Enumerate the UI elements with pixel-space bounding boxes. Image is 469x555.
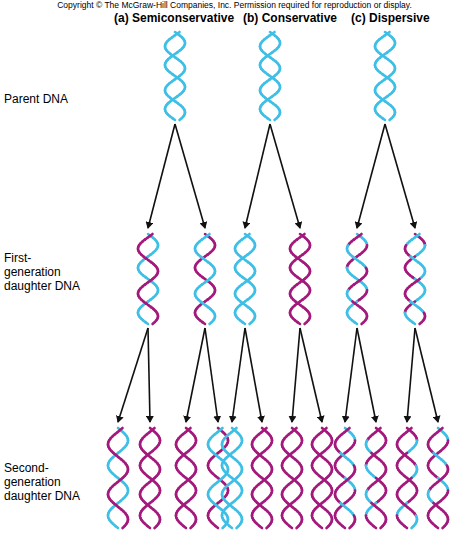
dna-strand	[183, 526, 186, 528]
dna-strand	[223, 526, 225, 528]
dna-strand	[362, 322, 364, 324]
dna-strand	[327, 526, 329, 528]
dna-strand	[289, 526, 292, 528]
dna-strand	[319, 526, 322, 528]
dna-strand	[404, 526, 407, 528]
dna-strand	[202, 322, 205, 324]
generation-arrow	[292, 328, 300, 422]
dna-strand	[242, 322, 245, 324]
generation-arrow	[345, 328, 357, 422]
generation-arrow	[118, 328, 148, 422]
dna-strand	[350, 526, 352, 528]
dna-strand	[373, 526, 376, 528]
dna-strand	[342, 526, 345, 528]
dna-strand	[259, 526, 262, 528]
dna-strand	[147, 526, 150, 528]
dna-strand	[123, 526, 125, 528]
dna-strand	[267, 118, 270, 120]
dna-strand	[305, 322, 307, 324]
generation-arrow	[270, 124, 300, 228]
dna-strand	[382, 118, 385, 120]
generation-arrow	[385, 124, 415, 228]
dna-strand	[191, 526, 193, 528]
generation-arrow	[415, 328, 438, 422]
generation-arrow	[186, 328, 205, 422]
dna-strand	[420, 322, 422, 324]
dna-strand	[435, 526, 438, 528]
generation-arrow	[300, 328, 322, 422]
generation-arrow	[148, 124, 175, 228]
dna-strand	[180, 118, 182, 120]
dna-strand	[172, 118, 175, 120]
generation-arrow	[232, 328, 245, 422]
dna-strand	[215, 526, 218, 528]
dna-strand	[153, 322, 155, 324]
generation-arrow	[357, 328, 376, 422]
generation-arrow	[148, 328, 150, 422]
generation-arrow	[245, 124, 270, 228]
dna-strand	[390, 118, 392, 120]
dna-strand	[115, 526, 118, 528]
generation-arrow	[205, 328, 218, 422]
dna-strand	[250, 322, 252, 324]
dna-strand	[297, 526, 299, 528]
dna-strand	[412, 526, 414, 528]
dna-strand	[412, 322, 415, 324]
dna-strand	[229, 526, 232, 528]
generation-arrow	[175, 124, 205, 228]
dna-strand	[381, 526, 383, 528]
dna-strand	[275, 118, 277, 120]
dna-strand	[155, 526, 157, 528]
dna-strand	[210, 322, 212, 324]
dna-strand	[354, 322, 357, 324]
dna-strand	[145, 322, 148, 324]
generation-arrow	[245, 328, 262, 422]
dna-strand	[267, 526, 269, 528]
dna-strand	[297, 322, 300, 324]
generation-arrow	[357, 124, 385, 228]
dna-strand	[237, 526, 239, 528]
generation-arrow	[407, 328, 415, 422]
